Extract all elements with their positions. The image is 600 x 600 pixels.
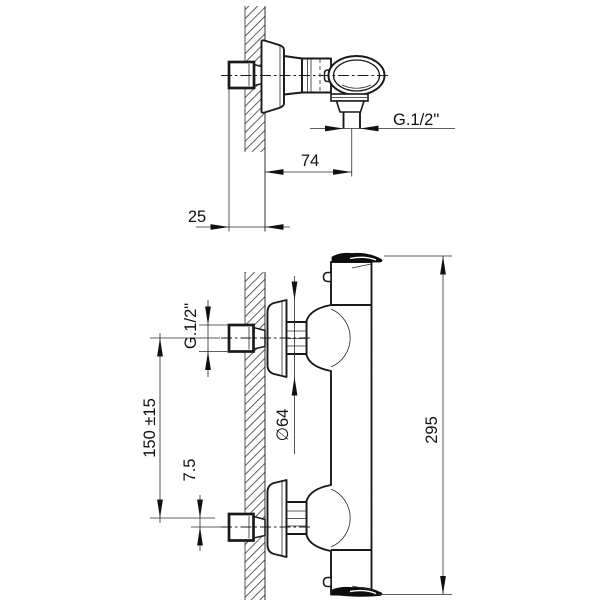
dimension-150: 150 ±15 xyxy=(141,333,220,523)
escutcheon-side xyxy=(260,39,285,114)
dimension-g12-inlet: G.1/2" xyxy=(182,300,229,377)
dimension-295: 295 xyxy=(373,255,452,595)
escutcheon-bottom xyxy=(266,479,288,558)
dim-label-outlet-thread: G.1/2" xyxy=(393,111,439,129)
dim-label-7-5: 7.5 xyxy=(181,459,199,482)
dim-label-inlet-thread: G.1/2" xyxy=(182,303,200,349)
inlet-connection-bottom xyxy=(221,479,312,558)
dimension-7-5: 7.5 xyxy=(181,459,221,551)
handle-lever-bottom xyxy=(331,586,383,597)
front-view: 295 150 ±15 7.5 G.1/2" xyxy=(141,252,452,600)
mixer-body xyxy=(305,252,383,597)
dim-label-150: 150 ±15 xyxy=(141,398,159,458)
button-ear-bottom xyxy=(322,576,332,588)
hub-nut-bottom xyxy=(285,501,308,535)
dimension-74: 74 xyxy=(265,128,353,177)
side-view: G.1/2" 74 25 xyxy=(188,6,455,232)
wall-section-front xyxy=(244,272,266,600)
dimension-25: 25 xyxy=(188,89,290,232)
inlet-connection-top xyxy=(221,299,312,378)
cartridge-dome-top xyxy=(330,308,351,368)
handle-knob xyxy=(327,55,386,96)
outlet-port xyxy=(330,93,369,129)
wall-union-fitting xyxy=(227,60,266,90)
escutcheon-top xyxy=(266,299,288,378)
dim-label-295: 295 xyxy=(423,416,441,444)
dim-label-25: 25 xyxy=(188,208,206,226)
button-ear-top xyxy=(322,271,332,283)
dimension-g12-outlet: G.1/2" xyxy=(310,111,455,132)
dimension-64: ∅64 xyxy=(274,276,298,454)
cartridge-dome-bottom xyxy=(330,488,351,548)
dim-label-64: ∅64 xyxy=(274,409,292,442)
dim-label-74: 74 xyxy=(301,152,319,170)
